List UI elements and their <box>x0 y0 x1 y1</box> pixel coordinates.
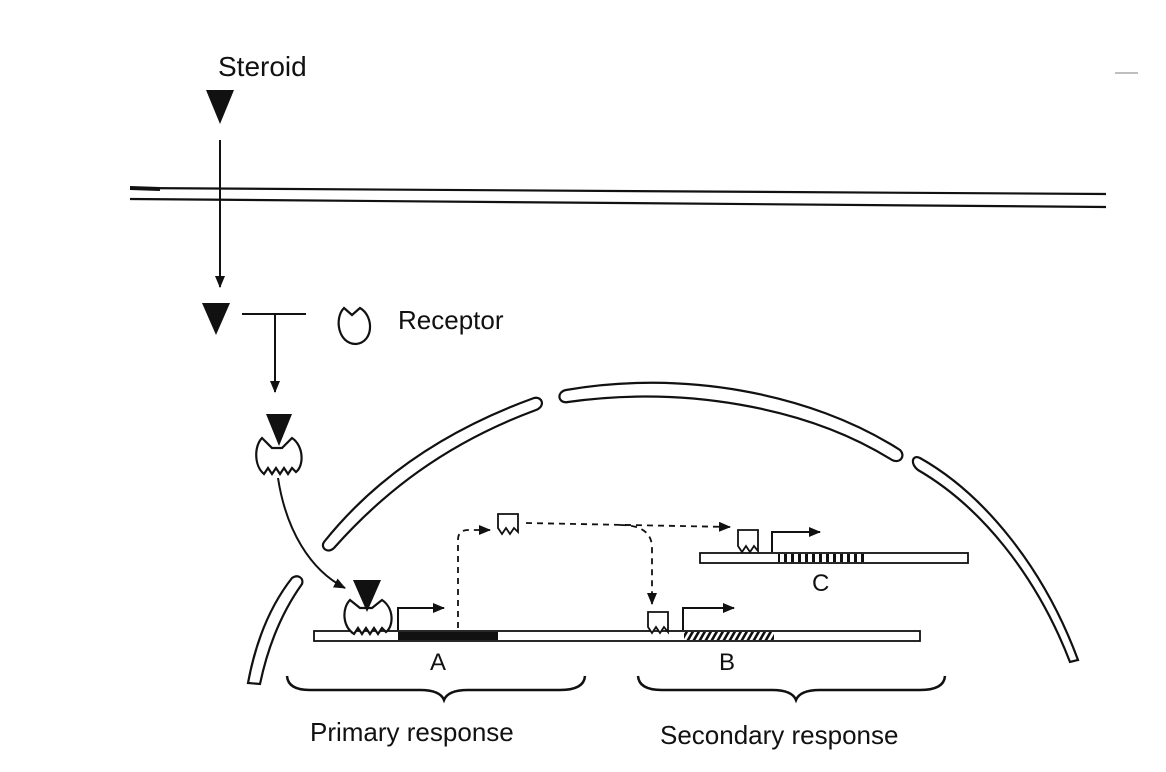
receptor-label: Receptor <box>398 305 504 335</box>
steroid-triangle-icon <box>206 90 234 124</box>
product-to-gene-c-arrow <box>525 521 731 532</box>
steroid-label: Steroid <box>218 51 307 82</box>
nuclear-entry-arrow <box>277 477 346 589</box>
steroid-receptor-complex-icon <box>255 414 303 476</box>
gene-a-region <box>398 632 498 640</box>
gene-b-protein-icon <box>647 611 669 635</box>
gene-b-region <box>684 632 774 640</box>
chromatin-bar-ab <box>313 630 921 642</box>
primary-response-brace <box>285 675 587 704</box>
bound-complex-icon <box>343 580 393 636</box>
secondary-response-brace <box>636 675 947 704</box>
gene-a-label: A <box>430 649 446 676</box>
primary-response-label: Primary response <box>310 717 514 747</box>
product-to-gene-b-arrow <box>619 524 657 605</box>
gene-b-label: B <box>719 649 735 676</box>
secondary-response-label: Secondary response <box>660 720 898 750</box>
gene-c-transcription-arrow <box>771 527 821 552</box>
gene-c-label: C <box>812 570 829 597</box>
steroid-triangle-intracellular-icon <box>202 303 230 335</box>
nuclear-envelope <box>246 381 1080 686</box>
gene-c-region <box>778 554 866 562</box>
gene-c-protein-icon <box>737 529 759 554</box>
chromatin-bar-c <box>699 552 969 564</box>
primary-protein-icon <box>497 513 519 536</box>
receptor-icon <box>337 306 372 346</box>
primary-product-path-arrow <box>457 525 491 628</box>
cell-membrane <box>129 186 1107 209</box>
gene-b-transcription-arrow <box>682 603 735 630</box>
gene-a-transcription-arrow <box>397 603 445 630</box>
